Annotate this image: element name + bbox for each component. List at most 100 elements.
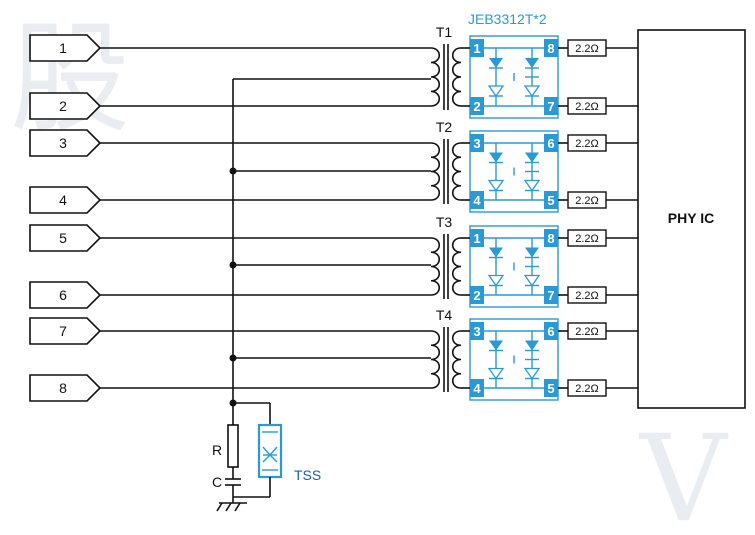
rj45-pin-tag bbox=[29, 92, 102, 120]
diode-icon bbox=[489, 247, 503, 258]
array-pin-label: 5 bbox=[547, 381, 554, 396]
tss-device bbox=[257, 423, 283, 479]
rj45-pin-label: 3 bbox=[59, 135, 67, 151]
watermark-glyph: V bbox=[638, 410, 729, 535]
array-pin-label: 8 bbox=[547, 231, 554, 246]
diode-icon bbox=[523, 179, 541, 192]
diode-icon bbox=[487, 367, 505, 380]
array-pin-label: 1 bbox=[473, 231, 480, 246]
rj45-pin-label: 4 bbox=[59, 192, 67, 208]
array-pin bbox=[544, 322, 558, 340]
array-pin bbox=[470, 286, 484, 304]
diode-icon bbox=[523, 85, 541, 98]
rj45-pin-label: 7 bbox=[59, 323, 67, 339]
connector-pin-group: 1 2 3 4 5 6 7 8 bbox=[29, 34, 102, 402]
tss-label: TSS bbox=[294, 467, 321, 483]
diode-icon bbox=[489, 58, 503, 68]
series-resistor-label: 2.2Ω bbox=[575, 43, 599, 55]
c-label: C bbox=[212, 474, 222, 490]
array-part-label: JEB3312T*2 bbox=[468, 11, 547, 27]
series-resistor-label: 2.2Ω bbox=[575, 138, 599, 150]
array-pin bbox=[544, 379, 558, 397]
series-resistor-label: 2.2Ω bbox=[575, 101, 599, 113]
watermark-glyph: 股 bbox=[10, 10, 130, 149]
array-pin-label: 3 bbox=[473, 136, 480, 151]
transformer-primary-coil bbox=[430, 47, 441, 107]
r-label: R bbox=[212, 442, 222, 458]
array-pin-label: 2 bbox=[473, 99, 480, 114]
tvs-array-cell bbox=[469, 318, 559, 401]
array-pin bbox=[544, 229, 558, 247]
wire-group bbox=[100, 47, 431, 407]
transformer-label: T4 bbox=[436, 307, 453, 323]
array-pin bbox=[544, 286, 558, 304]
array-pin-label: 3 bbox=[473, 324, 480, 339]
series-resistor-label: 2.2Ω bbox=[575, 290, 599, 302]
rj45-pin-tag bbox=[29, 374, 102, 402]
array-pin-label: 6 bbox=[547, 136, 554, 151]
transformer-label: T2 bbox=[436, 119, 453, 135]
series-resistor-group: 2.2Ω2.2Ω2.2Ω2.2Ω2.2Ω2.2Ω2.2Ω2.2Ω bbox=[558, 39, 638, 397]
rj45-pin-tag bbox=[29, 129, 102, 157]
transformer-label: T1 bbox=[436, 24, 453, 40]
junction-dot bbox=[229, 167, 237, 175]
rj45-pin-tag bbox=[29, 317, 102, 345]
array-pin bbox=[544, 97, 558, 115]
array-pin bbox=[544, 191, 558, 209]
rj45-pin-tag bbox=[29, 186, 102, 214]
transformer-secondary-coil bbox=[451, 330, 462, 389]
array-pin-label: 1 bbox=[473, 41, 480, 56]
rj45-pin-label: 1 bbox=[59, 40, 67, 56]
array-pin bbox=[470, 191, 484, 209]
transformer-secondary-coil bbox=[451, 47, 462, 107]
diode-icon bbox=[487, 85, 505, 98]
array-pin-label: 4 bbox=[473, 381, 481, 396]
diode-icon bbox=[525, 58, 539, 68]
array-pin bbox=[470, 134, 484, 152]
array-pin-label: 7 bbox=[547, 288, 554, 303]
rj45-pin-label: 5 bbox=[59, 230, 67, 246]
phy-ic-block bbox=[637, 29, 746, 409]
transformer-label: T3 bbox=[436, 214, 453, 230]
junction-dot bbox=[229, 261, 237, 269]
rj45-pin-label: 6 bbox=[59, 287, 67, 303]
junction-dot bbox=[229, 354, 237, 362]
rj45-pin-tag bbox=[29, 281, 102, 309]
transformer-primary-coil bbox=[430, 237, 441, 296]
diode-icon bbox=[487, 179, 505, 192]
diode-icon bbox=[523, 367, 541, 380]
diode-icon bbox=[489, 340, 503, 351]
series-resistor-label: 2.2Ω bbox=[575, 383, 599, 395]
series-resistor-label: 2.2Ω bbox=[575, 326, 599, 338]
array-pin bbox=[470, 97, 484, 115]
rj45-pin-tag bbox=[29, 34, 102, 62]
array-pin-label: 2 bbox=[473, 288, 480, 303]
transformer-primary-coil bbox=[430, 142, 441, 201]
diode-icon bbox=[487, 274, 505, 287]
transformer-secondary-coil bbox=[451, 237, 462, 296]
diode-icon bbox=[525, 340, 539, 351]
array-pin-label: 7 bbox=[547, 99, 554, 114]
rc-tss-network: R C TSS bbox=[212, 402, 321, 512]
array-pin bbox=[470, 39, 484, 57]
rj45-pin-label: 8 bbox=[59, 380, 67, 396]
rj45-pin-tag bbox=[29, 224, 102, 252]
array-pin-label: 5 bbox=[547, 193, 554, 208]
diode-icon bbox=[489, 152, 503, 163]
array-pin-label: 6 bbox=[547, 324, 554, 339]
array-pin bbox=[470, 379, 484, 397]
diode-icon bbox=[525, 247, 539, 258]
tvs-array-cell bbox=[469, 130, 559, 213]
r-resistor bbox=[227, 424, 239, 468]
rj45-pin-label: 2 bbox=[59, 98, 67, 114]
array-pin bbox=[470, 229, 484, 247]
phy-ic-label: PHY IC bbox=[668, 210, 714, 226]
array-pin-label: 4 bbox=[473, 193, 481, 208]
array-pin bbox=[470, 322, 484, 340]
transformer-primary-coil bbox=[430, 330, 441, 389]
series-resistor-label: 2.2Ω bbox=[575, 195, 599, 207]
diode-icon bbox=[525, 152, 539, 163]
tvs-array-cell bbox=[469, 225, 559, 308]
